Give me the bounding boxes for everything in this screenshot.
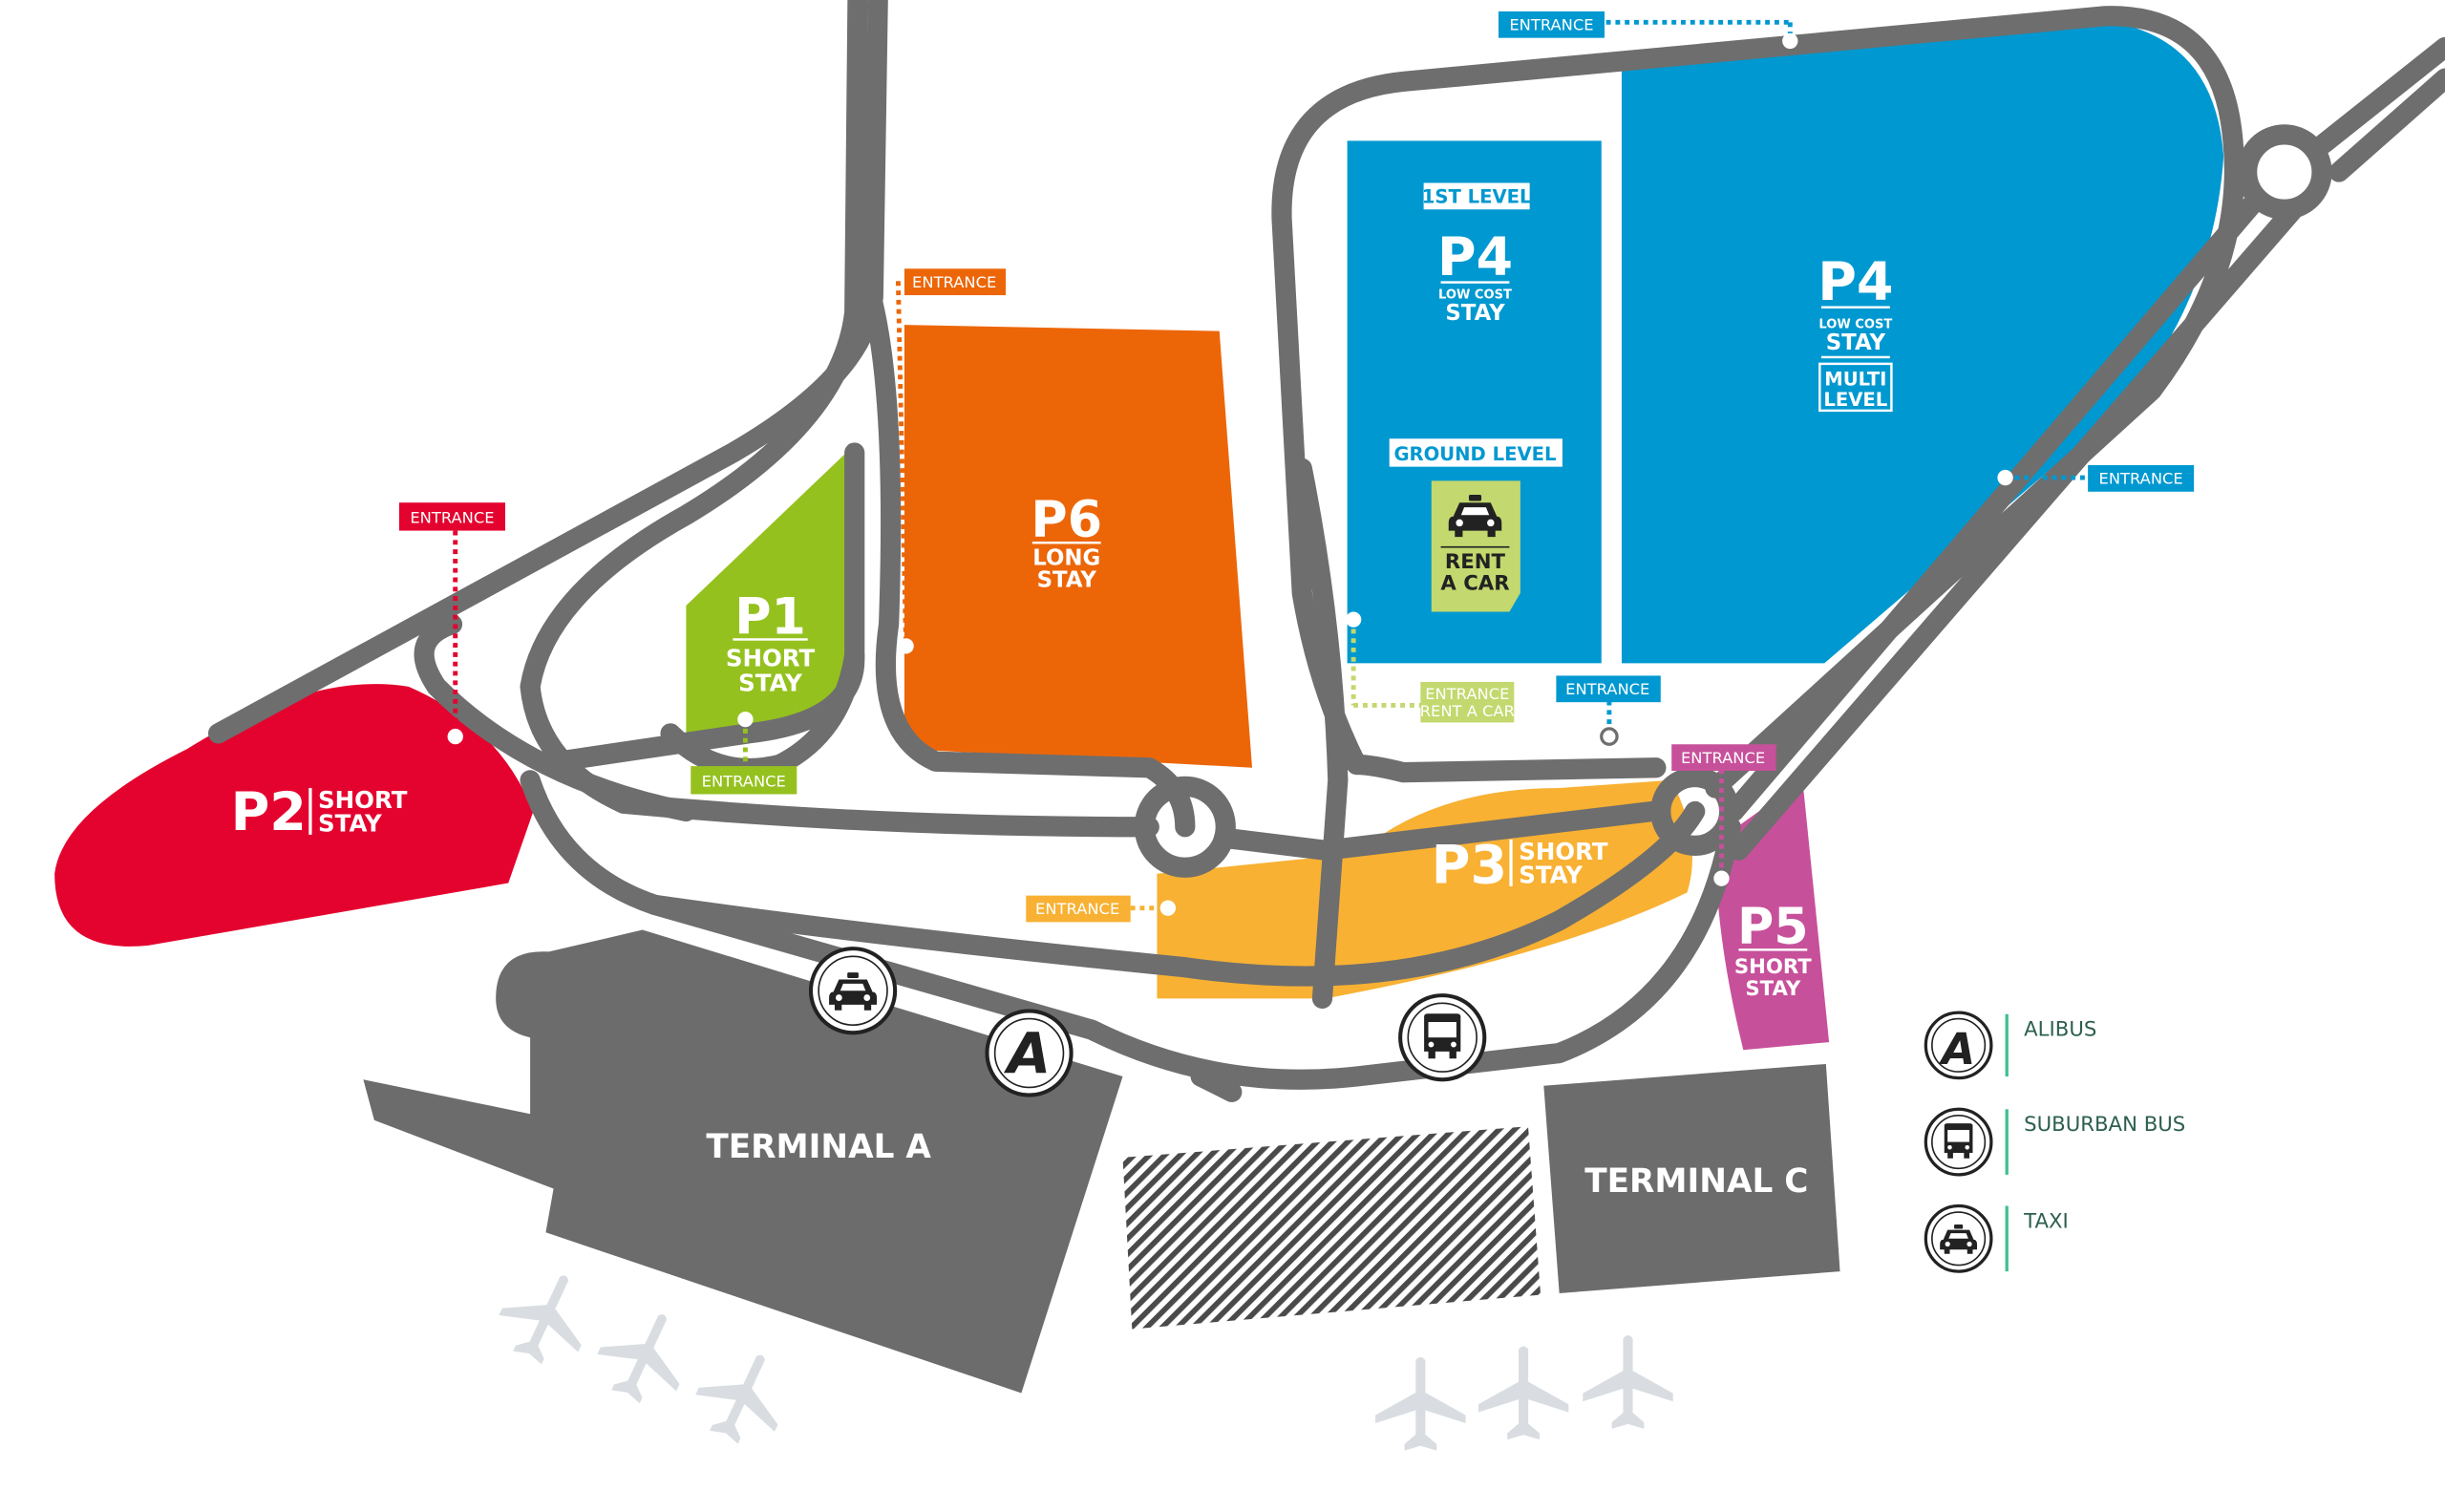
rent-label: RENT bbox=[1445, 550, 1506, 574]
parking-p3-label: P3 SHORT STAY bbox=[1432, 835, 1608, 897]
legend-item-taxi: TAXI bbox=[1924, 1203, 2069, 1273]
rent-a-car-sign[interactable]: RENT A CAR bbox=[1431, 480, 1520, 612]
a-car-label: A CAR bbox=[1440, 572, 1509, 596]
svg-text:TAXI: TAXI bbox=[2023, 1209, 2069, 1233]
svg-text:STAY: STAY bbox=[738, 670, 802, 697]
p6-entrance-tag[interactable]: ENTRANCE bbox=[904, 268, 1007, 296]
svg-text:ALIBUS: ALIBUS bbox=[2024, 1018, 2096, 1042]
legend-item-alibus: A ALIBUS bbox=[1924, 1011, 2096, 1080]
svg-text:STAY: STAY bbox=[1519, 862, 1583, 889]
terminal-c-label: TERMINAL C bbox=[1584, 1162, 1808, 1201]
svg-text:P3: P3 bbox=[1432, 835, 1507, 897]
parking-p2-area[interactable] bbox=[54, 684, 534, 947]
svg-text:SHORT: SHORT bbox=[1734, 955, 1812, 979]
alibus-icon: A bbox=[1939, 1024, 1975, 1075]
alibus-letter: A bbox=[1004, 1021, 1051, 1087]
svg-text:P4: P4 bbox=[1437, 226, 1513, 288]
p5-entrance-tag[interactable]: ENTRANCE bbox=[1671, 744, 1776, 772]
svg-text:STAY: STAY bbox=[1037, 567, 1097, 592]
svg-text:SHORT: SHORT bbox=[1519, 838, 1608, 865]
construction-area bbox=[1122, 1126, 1541, 1330]
svg-text:RENT A CAR: RENT A CAR bbox=[1420, 702, 1515, 720]
parking-p1-area[interactable] bbox=[686, 443, 857, 737]
svg-text:P2: P2 bbox=[231, 781, 307, 843]
terminal-c-building[interactable] bbox=[1543, 1063, 1840, 1293]
parking-p4-right-area[interactable] bbox=[1621, 19, 2224, 664]
svg-text:ENTRANCE: ENTRANCE bbox=[1681, 749, 1765, 767]
parking-p1-label: P1 SHORT STAY bbox=[726, 588, 816, 696]
parking-p5-label: P5 SHORT STAY bbox=[1734, 899, 1812, 1001]
svg-text:GROUND LEVEL: GROUND LEVEL bbox=[1393, 443, 1556, 465]
svg-text:SUBURBAN BUS: SUBURBAN BUS bbox=[2024, 1113, 2185, 1137]
terminal-a-label: TERMINAL A bbox=[706, 1128, 931, 1166]
svg-text:1ST LEVEL: 1ST LEVEL bbox=[1422, 186, 1532, 208]
svg-text:ENTRANCE: ENTRANCE bbox=[2099, 470, 2183, 488]
parking-p6-label: P6 LONG STAY bbox=[1031, 492, 1102, 592]
svg-text:ENTRANCE: ENTRANCE bbox=[1565, 680, 1649, 698]
svg-text:P5: P5 bbox=[1737, 899, 1809, 956]
parking-p4-left-label: 1ST LEVEL P4 LOW COST STAY GROUND LEVEL bbox=[1389, 182, 1563, 467]
svg-text:P1: P1 bbox=[734, 588, 806, 646]
svg-text:MULTI: MULTI bbox=[1824, 369, 1886, 391]
svg-text:ENTRANCE: ENTRANCE bbox=[410, 508, 494, 526]
svg-text:STAY: STAY bbox=[1445, 301, 1505, 326]
svg-text:LOW COST: LOW COST bbox=[1438, 287, 1512, 302]
p3-entrance-tag[interactable]: ENTRANCE bbox=[1026, 895, 1131, 923]
svg-text:ENTRANCE: ENTRANCE bbox=[1035, 900, 1119, 918]
p4-ground-entrance-tag[interactable]: ENTRANCE bbox=[1556, 675, 1661, 703]
svg-text:P6: P6 bbox=[1031, 492, 1102, 549]
svg-text:ENTRANCE: ENTRANCE bbox=[1509, 15, 1593, 33]
p2-entrance-tag[interactable]: ENTRANCE bbox=[398, 502, 505, 531]
svg-text:STAY: STAY bbox=[1745, 977, 1800, 1001]
alibus-stop-icon[interactable]: A bbox=[985, 1009, 1074, 1097]
svg-text:LOW COST: LOW COST bbox=[1818, 317, 1892, 331]
svg-text:LEVEL: LEVEL bbox=[1823, 389, 1887, 411]
road-network bbox=[207, 0, 2445, 1102]
legend-item-suburban-bus: SUBURBAN BUS bbox=[1924, 1107, 2185, 1177]
legend: A ALIBUS SUBURBAN BUS TAXI bbox=[1924, 1011, 2185, 1273]
aircraft-group-right bbox=[1375, 1335, 1673, 1451]
svg-text:SHORT: SHORT bbox=[726, 645, 816, 672]
p4-right-entrance-tag[interactable]: ENTRANCE bbox=[2088, 465, 2195, 492]
svg-text:P4: P4 bbox=[1818, 251, 1893, 313]
svg-text:STAY: STAY bbox=[318, 810, 382, 838]
rent-a-car-entrance-tag[interactable]: ENTRANCE RENT A CAR bbox=[1420, 681, 1515, 723]
svg-text:SHORT: SHORT bbox=[318, 786, 408, 814]
svg-text:ENTRANCE: ENTRANCE bbox=[702, 772, 786, 790]
svg-text:ENTRANCE: ENTRANCE bbox=[1425, 685, 1509, 703]
p4-top-entrance-tag[interactable]: ENTRANCE bbox=[1498, 11, 1605, 38]
parking-p6-area[interactable] bbox=[904, 325, 1253, 768]
p1-entrance-tag[interactable]: ENTRANCE bbox=[691, 766, 797, 795]
svg-text:LONG: LONG bbox=[1032, 546, 1100, 571]
svg-text:STAY: STAY bbox=[1826, 330, 1886, 355]
parking-p2-label: P2 SHORT STAY bbox=[231, 781, 408, 843]
parking-p4-right-label: P4 LOW COST STAY MULTI LEVEL bbox=[1818, 251, 1894, 413]
terminal-a-building[interactable] bbox=[363, 929, 1123, 1394]
bus-stop-icon[interactable] bbox=[1398, 993, 1487, 1082]
parking-p3-area[interactable] bbox=[1157, 779, 1692, 999]
svg-text:ENTRANCE: ENTRANCE bbox=[912, 273, 996, 291]
taxi-stop-icon[interactable] bbox=[808, 947, 898, 1035]
